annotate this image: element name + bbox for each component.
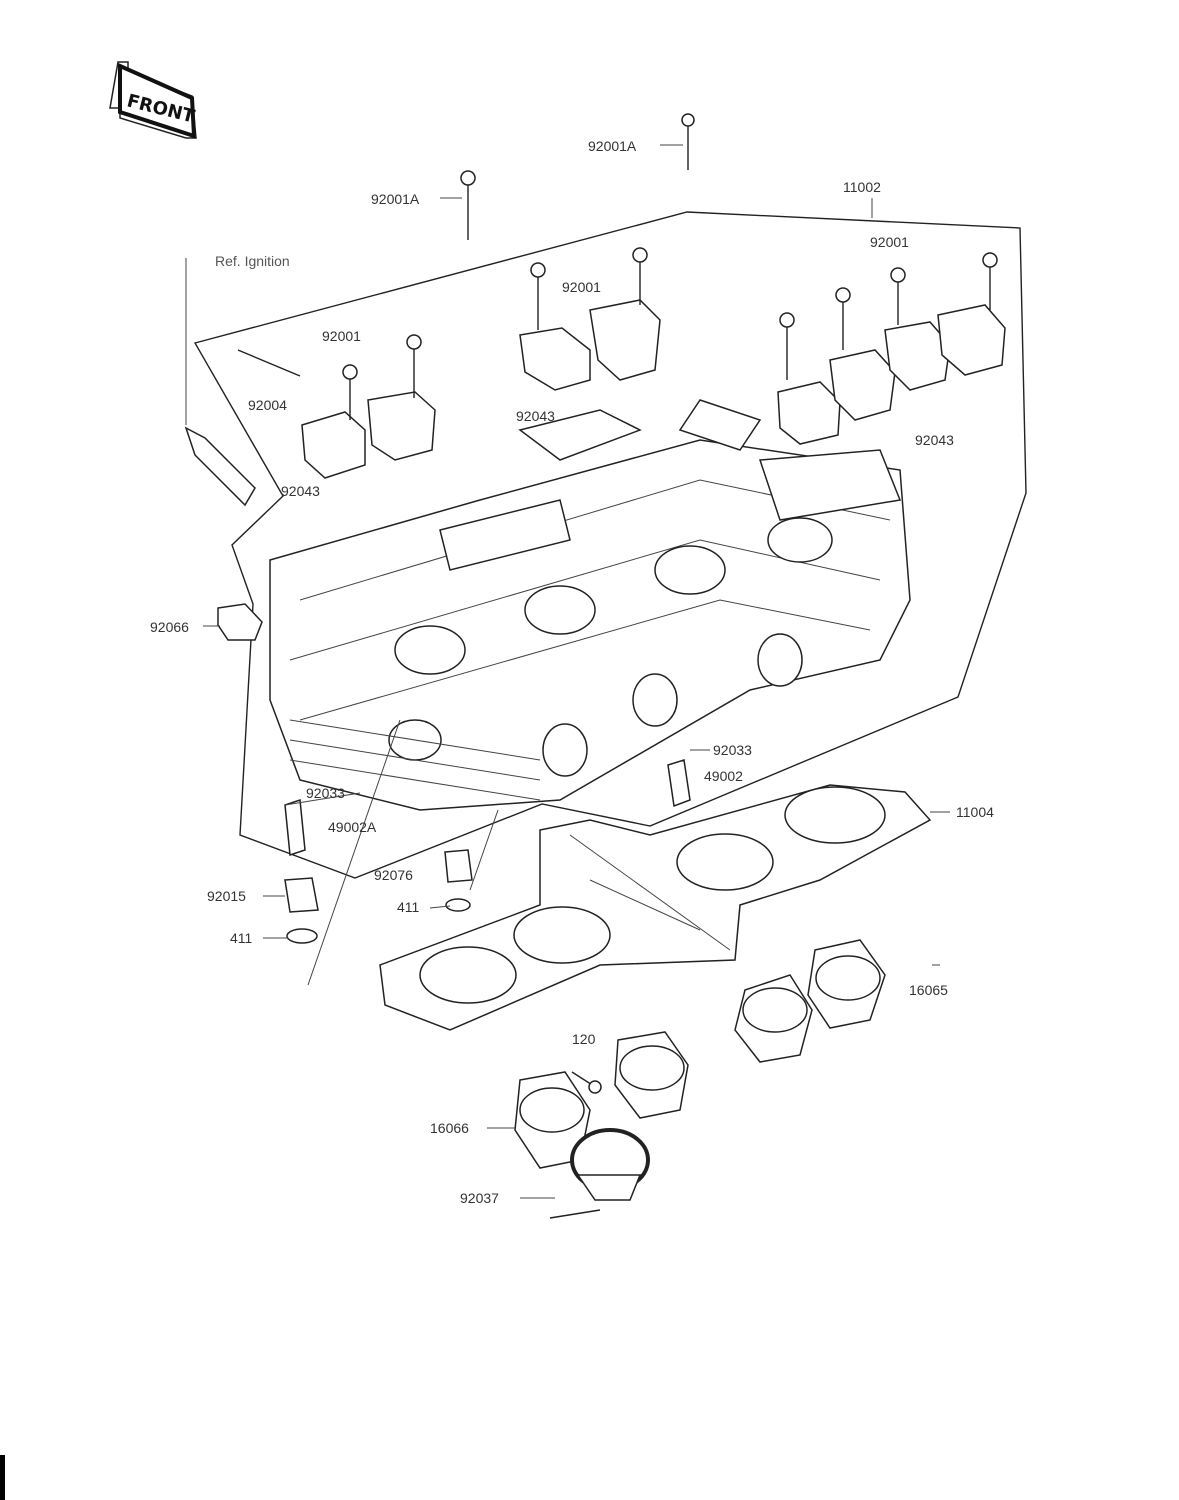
oring-92015	[284, 877, 319, 913]
plug-92066	[217, 603, 263, 641]
cam-cap-middle	[519, 299, 661, 391]
washer-411-mid	[445, 898, 471, 912]
label-92001A-top: 92001A	[588, 138, 637, 154]
label-411-left: 411	[230, 930, 253, 946]
label-92001-left: 92001	[322, 328, 361, 344]
carb-holder-16066	[514, 1031, 689, 1169]
label-11002: 11002	[843, 179, 881, 195]
page-edge-mark	[0, 1455, 5, 1500]
cam-cap-bolts	[342, 113, 998, 420]
label-92043-mid: 92043	[516, 408, 555, 424]
spark-plug	[184, 258, 256, 507]
label-92043-right: 92043	[915, 432, 954, 448]
label-92066: 92066	[150, 619, 189, 635]
clamp-92037	[549, 1128, 650, 1219]
cylinder-head	[269, 399, 911, 811]
head-gasket-11004	[379, 784, 932, 1031]
washer-411-left	[286, 928, 318, 944]
label-92043-left: 92043	[281, 483, 320, 499]
label-92037: 92037	[460, 1190, 499, 1206]
label-92001A-left: 92001A	[371, 191, 420, 207]
dowel-92033-right	[667, 759, 691, 808]
front-arrow-badge: FRONT	[109, 61, 197, 139]
label-120: 120	[572, 1031, 596, 1047]
label-16066: 16066	[430, 1120, 469, 1136]
part-labels: 92001A 92001A 11002 92001 Ref. Ignition …	[150, 138, 994, 1206]
ref-ignition-note: Ref. Ignition	[215, 253, 290, 269]
label-92015: 92015	[207, 888, 246, 904]
label-92004: 92004	[248, 397, 287, 413]
label-92076: 92076	[374, 867, 413, 883]
label-11004: 11004	[956, 804, 994, 820]
label-16065: 16065	[909, 982, 948, 998]
cylinder-head-outline	[193, 211, 1027, 879]
label-49002A: 49002A	[328, 819, 377, 835]
seal-92076	[444, 849, 473, 883]
cam-cap-left	[301, 391, 436, 479]
label-92001-mid: 92001	[562, 279, 601, 295]
label-49002: 49002	[704, 768, 743, 784]
label-411-mid: 411	[397, 899, 420, 915]
label-92033-right: 92033	[713, 742, 752, 758]
label-92001-right: 92001	[870, 234, 909, 250]
carb-holder-16065	[734, 939, 886, 1063]
cam-cap-right	[777, 304, 1006, 445]
label-92033-left: 92033	[306, 785, 345, 801]
dowel-92033-left	[284, 798, 306, 857]
stud-92004	[237, 349, 301, 377]
leader-lines	[203, 144, 950, 1199]
